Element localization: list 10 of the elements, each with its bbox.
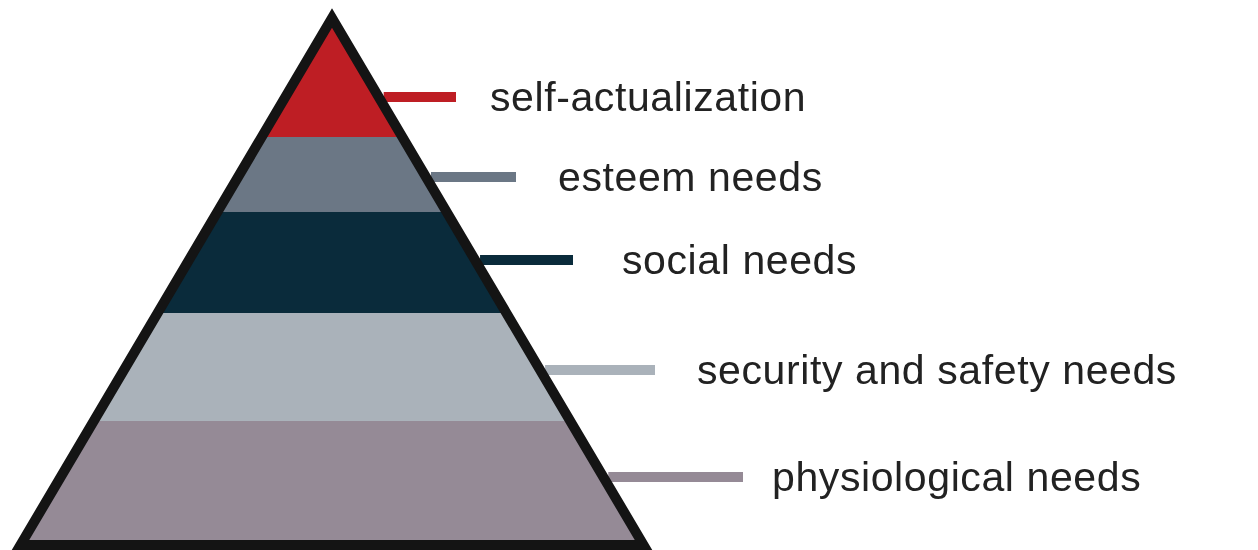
- leader-line: [431, 172, 516, 182]
- level-label: self-actualization: [490, 74, 807, 120]
- leader-line: [480, 255, 573, 265]
- leader-line: [608, 472, 743, 482]
- level-label: physiological needs: [772, 454, 1142, 500]
- level-label: security and safety needs: [697, 347, 1177, 393]
- leader-line: [545, 365, 655, 375]
- level-label: social needs: [622, 237, 858, 283]
- level-label: esteem needs: [558, 154, 823, 200]
- leader-line: [383, 92, 456, 102]
